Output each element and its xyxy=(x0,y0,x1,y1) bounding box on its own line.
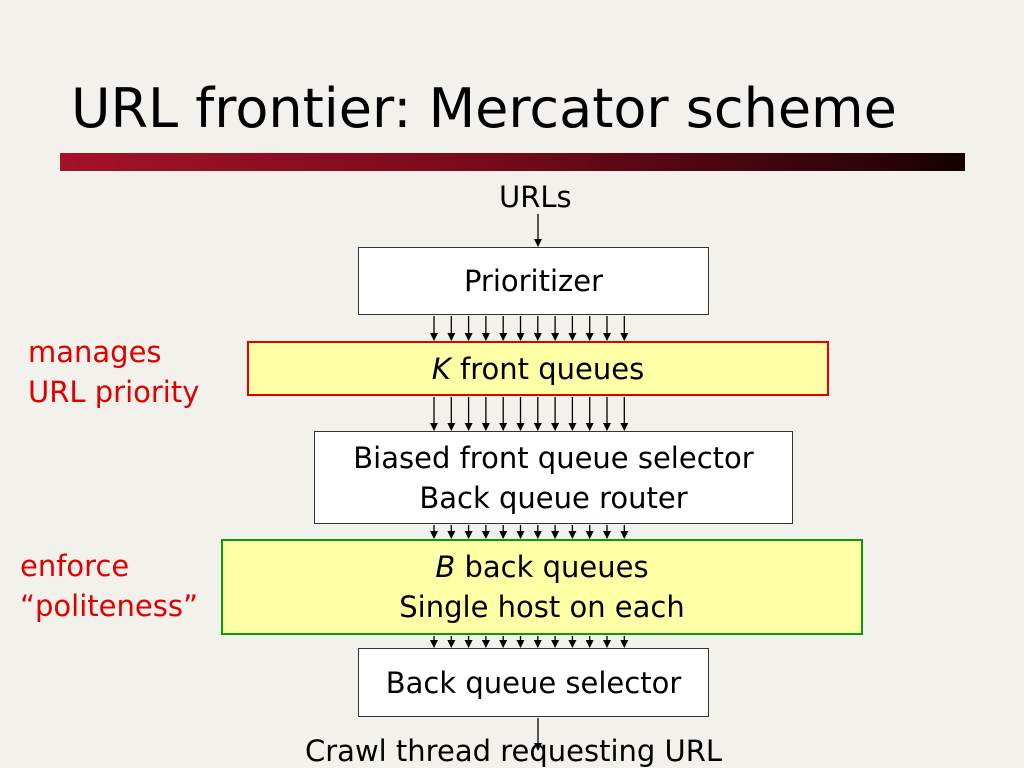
back-queues-box: B back queues Single host on each xyxy=(221,539,863,635)
urls-input-label: URLs xyxy=(499,180,572,214)
back-note-line1: enforce xyxy=(20,549,130,583)
back-queues-label: B back queues xyxy=(435,547,648,587)
selector-router-box: Biased front queue selector Back queue r… xyxy=(314,431,793,524)
front-queues-k-variable: K xyxy=(431,351,451,386)
crawl-thread-output-label: Crawl thread requesting URL xyxy=(305,734,723,768)
title-underline-bar xyxy=(60,153,965,171)
single-host-label: Single host on each xyxy=(399,590,685,624)
front-queues-note: manages URL priority xyxy=(28,332,199,412)
front-queues-label: K front queues xyxy=(432,349,644,389)
back-queues-note: enforce “politeness” xyxy=(20,546,198,626)
front-note-line2: URL priority xyxy=(28,375,200,409)
biased-selector-label: Biased front queue selector xyxy=(353,440,754,475)
front-note-line1: manages xyxy=(28,335,162,369)
slide-title: URL frontier: Mercator scheme xyxy=(71,77,897,140)
prioritizer-box: Prioritizer xyxy=(358,247,709,315)
front-queues-box: K front queues xyxy=(247,341,829,396)
back-queue-selector-label: Back queue selector xyxy=(385,665,682,700)
prioritizer-label: Prioritizer xyxy=(463,264,604,298)
back-queue-router-label: Back queue router xyxy=(419,480,688,515)
back-queues-b-variable: B xyxy=(435,550,456,584)
front-queues-text: front queues xyxy=(450,351,645,386)
back-queues-text: back queues xyxy=(455,550,649,584)
back-queue-selector-box: Back queue selector xyxy=(358,648,709,717)
back-note-line2: “politeness” xyxy=(20,589,198,623)
